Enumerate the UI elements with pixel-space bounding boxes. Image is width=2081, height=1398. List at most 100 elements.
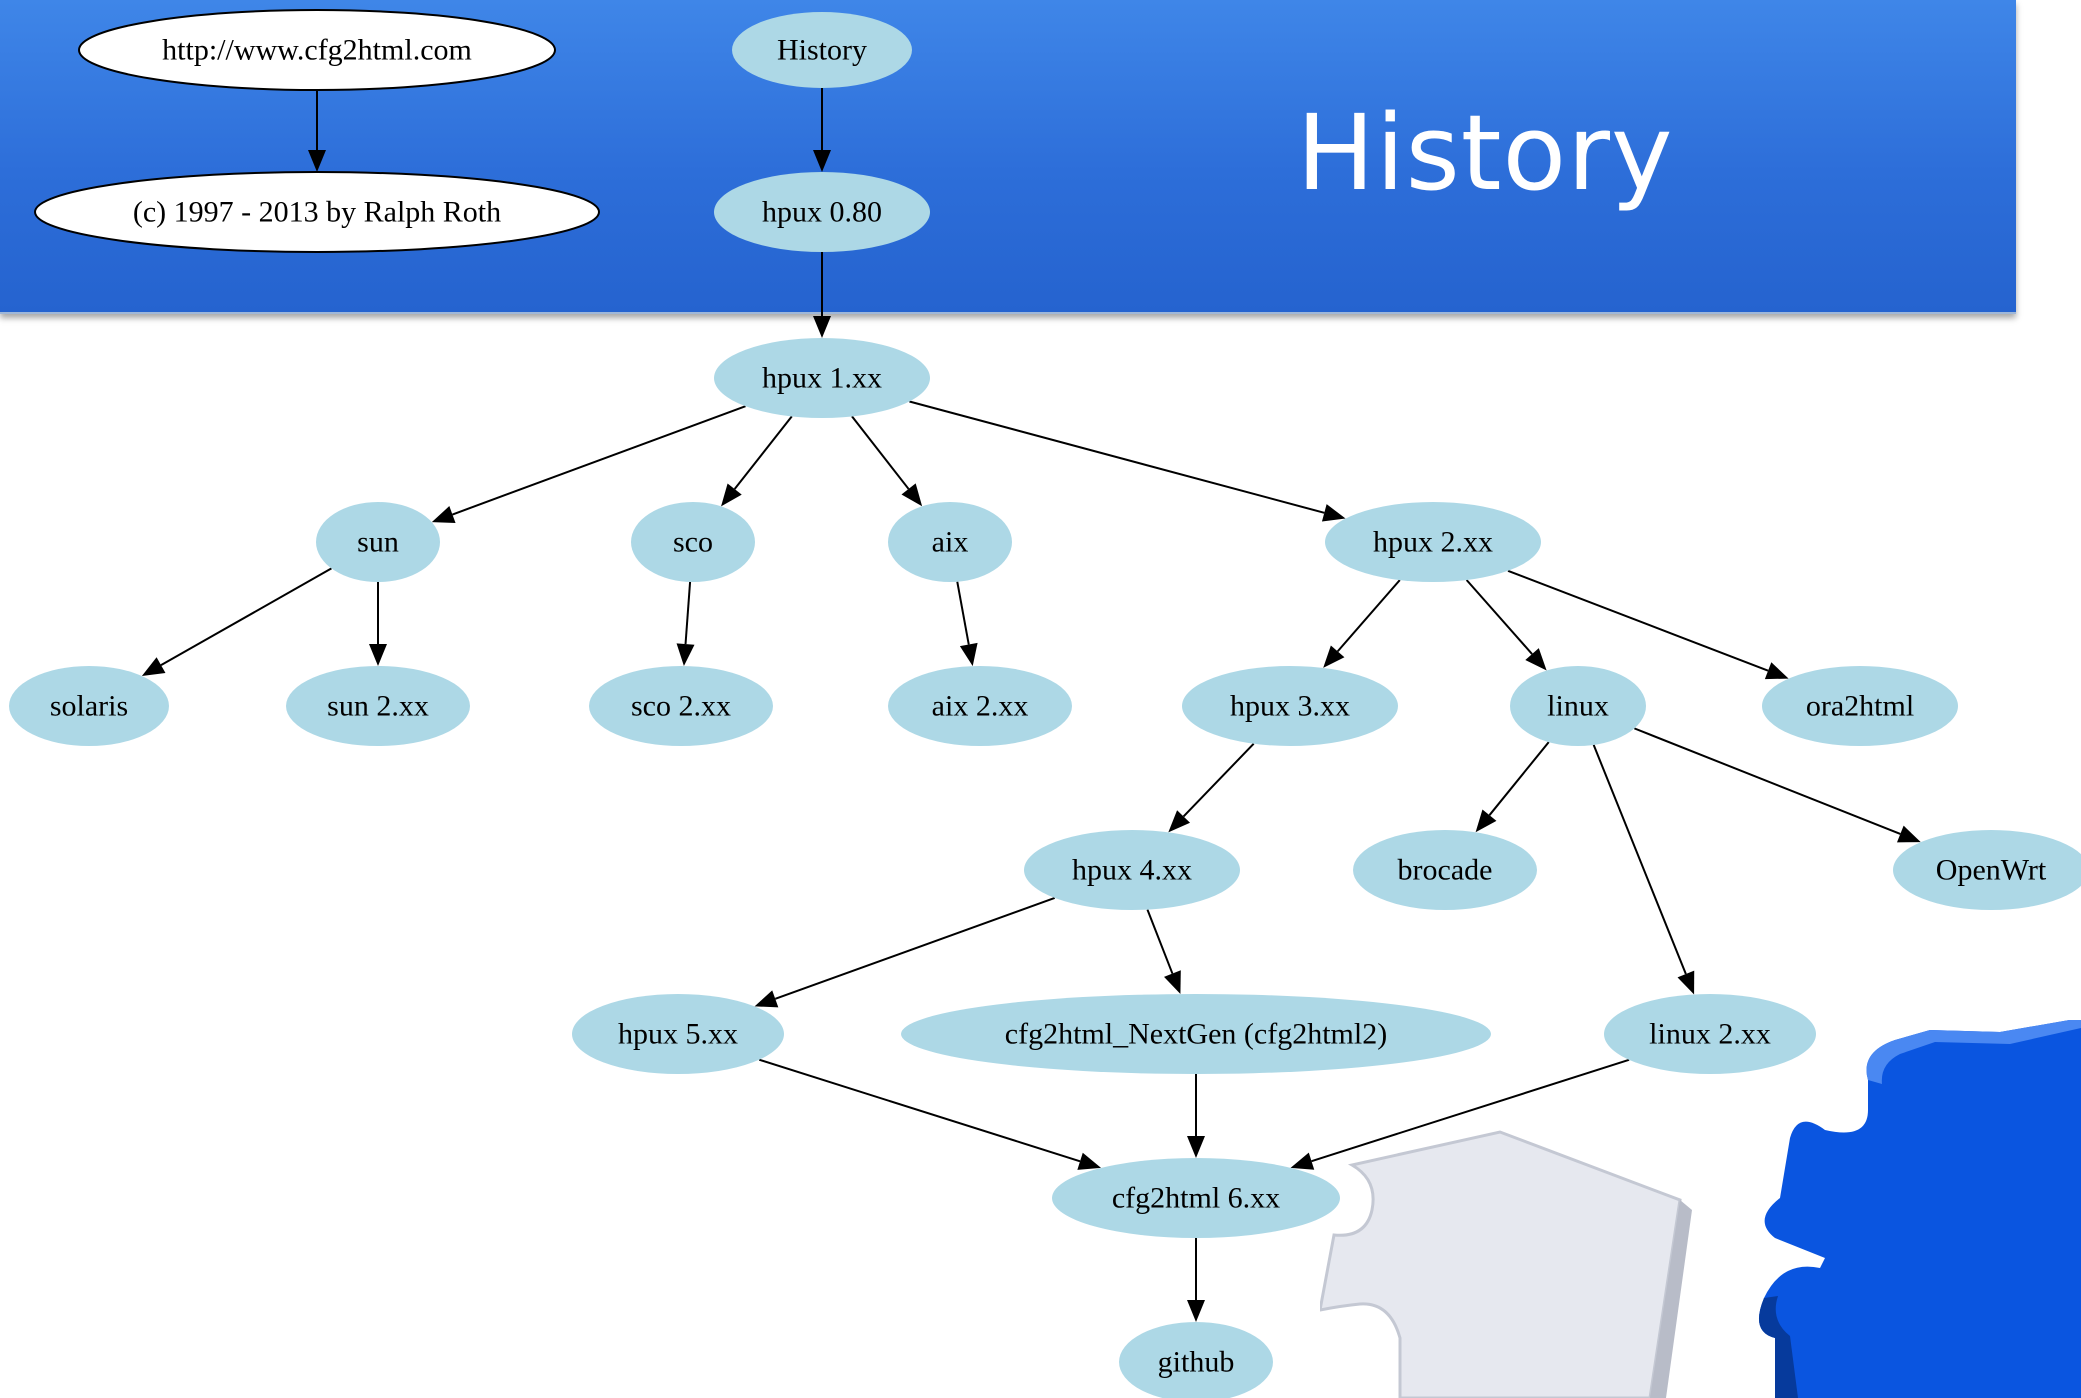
edge-hpux5-to-cfg6 bbox=[758, 1058, 1102, 1170]
node-openwrt: OpenWrt bbox=[1893, 830, 2081, 910]
arrowhead-icon bbox=[1764, 662, 1789, 680]
node-label: (c) 1997 - 2013 by Ralph Roth bbox=[133, 196, 501, 229]
edge-hpux2-to-hpux3 bbox=[1323, 579, 1401, 668]
node-ellipse bbox=[714, 172, 930, 252]
node-label: cfg2html_NextGen (cfg2html2) bbox=[1005, 1018, 1387, 1051]
node-solaris: solaris bbox=[9, 666, 169, 746]
node-label: linux 2.xx bbox=[1649, 1018, 1771, 1051]
node-label: ora2html bbox=[1806, 690, 1914, 723]
edge-nextgen-to-cfg6 bbox=[1187, 1074, 1205, 1158]
node-ellipse bbox=[1182, 666, 1398, 746]
edge-line bbox=[1146, 909, 1174, 974]
node-hpux3: hpux 3.xx bbox=[1182, 666, 1398, 746]
arrowhead-icon bbox=[959, 642, 978, 667]
node-ellipse bbox=[714, 338, 930, 418]
node-github: github bbox=[1119, 1322, 1273, 1398]
node-sun: sun bbox=[316, 502, 440, 582]
node-sco: sco bbox=[631, 502, 755, 582]
puzzle-piece-white-edge bbox=[1650, 1200, 1692, 1398]
arrowhead-icon bbox=[141, 657, 166, 676]
node-hpux2: hpux 2.xx bbox=[1325, 502, 1541, 582]
node-ellipse bbox=[732, 12, 912, 88]
edge-hpux1-to-sun bbox=[431, 405, 746, 523]
edge-cfg6-to-github bbox=[1187, 1238, 1205, 1322]
edge-sco-to-sco2 bbox=[676, 581, 695, 667]
edge-sun-to-sun2 bbox=[369, 582, 387, 666]
arrowhead-icon bbox=[308, 150, 326, 172]
node-ellipse bbox=[9, 666, 169, 746]
edge-linux-to-brocade bbox=[1475, 741, 1550, 833]
node-nextgen: cfg2html_NextGen (cfg2html2) bbox=[901, 994, 1491, 1074]
node-label: hpux 2.xx bbox=[1373, 526, 1493, 559]
node-hpux4: hpux 4.xx bbox=[1024, 830, 1240, 910]
node-ellipse bbox=[316, 502, 440, 582]
edge-url-to-copyright bbox=[308, 90, 326, 172]
node-label: sco bbox=[673, 526, 713, 559]
node-label: http://www.cfg2html.com bbox=[162, 34, 472, 67]
node-label: sun bbox=[357, 526, 399, 559]
arrowhead-icon bbox=[754, 990, 779, 1008]
node-label: sun 2.xx bbox=[327, 690, 429, 723]
node-ellipse bbox=[1604, 994, 1816, 1074]
arrowhead-icon bbox=[1168, 810, 1191, 833]
node-label: hpux 4.xx bbox=[1072, 854, 1192, 887]
node-label: aix bbox=[932, 526, 969, 559]
arrowhead-icon bbox=[1323, 645, 1345, 668]
edge-line bbox=[160, 567, 332, 666]
node-ellipse bbox=[1353, 830, 1537, 910]
node-cfg6: cfg2html 6.xx bbox=[1052, 1158, 1340, 1238]
edge-history-to-hpux080 bbox=[813, 88, 831, 172]
node-ellipse bbox=[1510, 666, 1646, 746]
node-linux2: linux 2.xx bbox=[1604, 994, 1816, 1074]
edge-line bbox=[452, 405, 746, 516]
puzzle-image bbox=[1320, 1020, 2081, 1398]
puzzle-piece-blue-shade bbox=[1758, 1296, 1798, 1398]
arrowhead-icon bbox=[1525, 648, 1547, 671]
node-ora2html: ora2html bbox=[1762, 666, 1958, 746]
node-ellipse bbox=[1024, 830, 1240, 910]
node-ellipse bbox=[286, 666, 470, 746]
node-label: hpux 5.xx bbox=[618, 1018, 738, 1051]
node-copyright: (c) 1997 - 2013 by Ralph Roth bbox=[34, 171, 600, 253]
arrowhead-icon bbox=[676, 643, 695, 667]
edge-hpux1-to-sco bbox=[721, 415, 793, 507]
edge-sun-to-solaris bbox=[141, 567, 332, 676]
node-ellipse bbox=[1893, 830, 2081, 910]
edge-line bbox=[774, 896, 1056, 1000]
edge-hpux4-to-nextgen bbox=[1146, 909, 1181, 995]
node-label: github bbox=[1158, 1346, 1235, 1379]
edge-line bbox=[684, 581, 692, 645]
arrowhead-icon bbox=[1164, 970, 1181, 995]
node-ellipse bbox=[34, 171, 600, 253]
edge-linux2-to-cfg6 bbox=[1290, 1058, 1630, 1170]
edge-linux-to-linux2 bbox=[1592, 744, 1695, 995]
node-ellipse bbox=[888, 502, 1012, 582]
node-hpux1: hpux 1.xx bbox=[714, 338, 930, 418]
slide-title: History bbox=[1296, 92, 1674, 214]
edge-line bbox=[1633, 727, 1901, 835]
node-linux: linux bbox=[1510, 666, 1646, 746]
edge-hpux2-to-ora2html bbox=[1507, 569, 1789, 680]
edge-line bbox=[1592, 744, 1687, 975]
node-ellipse bbox=[1052, 1158, 1340, 1238]
arrowhead-icon bbox=[813, 316, 831, 338]
arrowhead-icon bbox=[901, 483, 923, 507]
node-label: solaris bbox=[50, 690, 128, 723]
edge-line bbox=[1507, 569, 1769, 672]
puzzle-piece-blue-highlight bbox=[1866, 1020, 2081, 1084]
node-hpux5: hpux 5.xx bbox=[572, 994, 784, 1074]
puzzle-piece-blue bbox=[1758, 1020, 2081, 1398]
node-label: brocade bbox=[1398, 854, 1493, 887]
node-ellipse bbox=[1119, 1322, 1273, 1398]
node-ellipse bbox=[78, 9, 556, 91]
node-sun2: sun 2.xx bbox=[286, 666, 470, 746]
edge-line bbox=[758, 1058, 1081, 1163]
node-label: OpenWrt bbox=[1936, 854, 2047, 887]
node-label: hpux 0.80 bbox=[762, 196, 882, 229]
arrowhead-icon bbox=[721, 483, 742, 507]
node-ellipse bbox=[1325, 502, 1541, 582]
arrowhead-icon bbox=[1077, 1152, 1102, 1170]
edge-line bbox=[1488, 741, 1550, 816]
node-url: http://www.cfg2html.com bbox=[78, 9, 556, 91]
edge-linux-to-openwrt bbox=[1633, 727, 1921, 843]
